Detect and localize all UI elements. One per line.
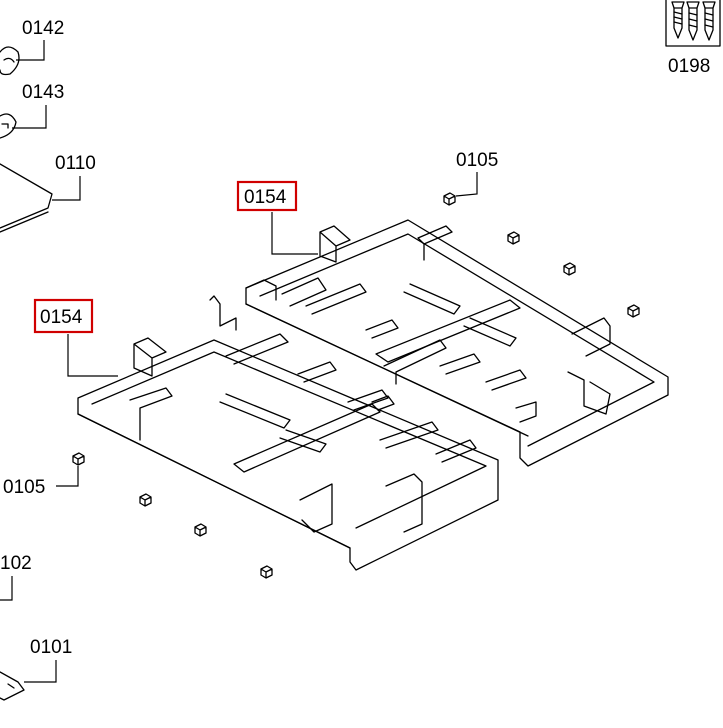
knob-0143 <box>0 113 17 139</box>
highlight-box-0154-top <box>236 180 298 212</box>
knob-0142 <box>0 46 20 76</box>
rubber-feet-group <box>72 192 640 579</box>
label-0105-left: 0105 <box>3 477 45 498</box>
label-0101: 0101 <box>30 637 72 658</box>
screw-set-0198 <box>665 0 721 47</box>
pan-support-left <box>77 295 499 571</box>
label-0154-left: 0154 <box>40 307 83 328</box>
leader-lines <box>0 40 478 683</box>
rubber-foot <box>194 523 207 537</box>
rubber-foot <box>563 262 576 276</box>
label-0198: 0198 <box>668 56 710 77</box>
rubber-foot <box>443 192 456 206</box>
pan-support-right <box>245 219 669 467</box>
rubber-foot <box>139 493 152 507</box>
cover-plate-0110 <box>0 163 53 233</box>
label-0105-top: 0105 <box>456 150 498 171</box>
bracket-0101 <box>0 671 25 701</box>
rubber-foot <box>507 231 520 245</box>
label-0110: 0110 <box>55 153 96 174</box>
highlight-box-0154-left <box>33 298 94 334</box>
label-0143: 0143 <box>22 82 64 103</box>
rubber-foot <box>260 565 273 579</box>
label-0154-top: 0154 <box>244 187 287 208</box>
rubber-foot <box>72 452 85 466</box>
rubber-foot <box>627 304 640 318</box>
label-0142: 0142 <box>22 18 64 39</box>
label-102: 102 <box>0 553 32 574</box>
